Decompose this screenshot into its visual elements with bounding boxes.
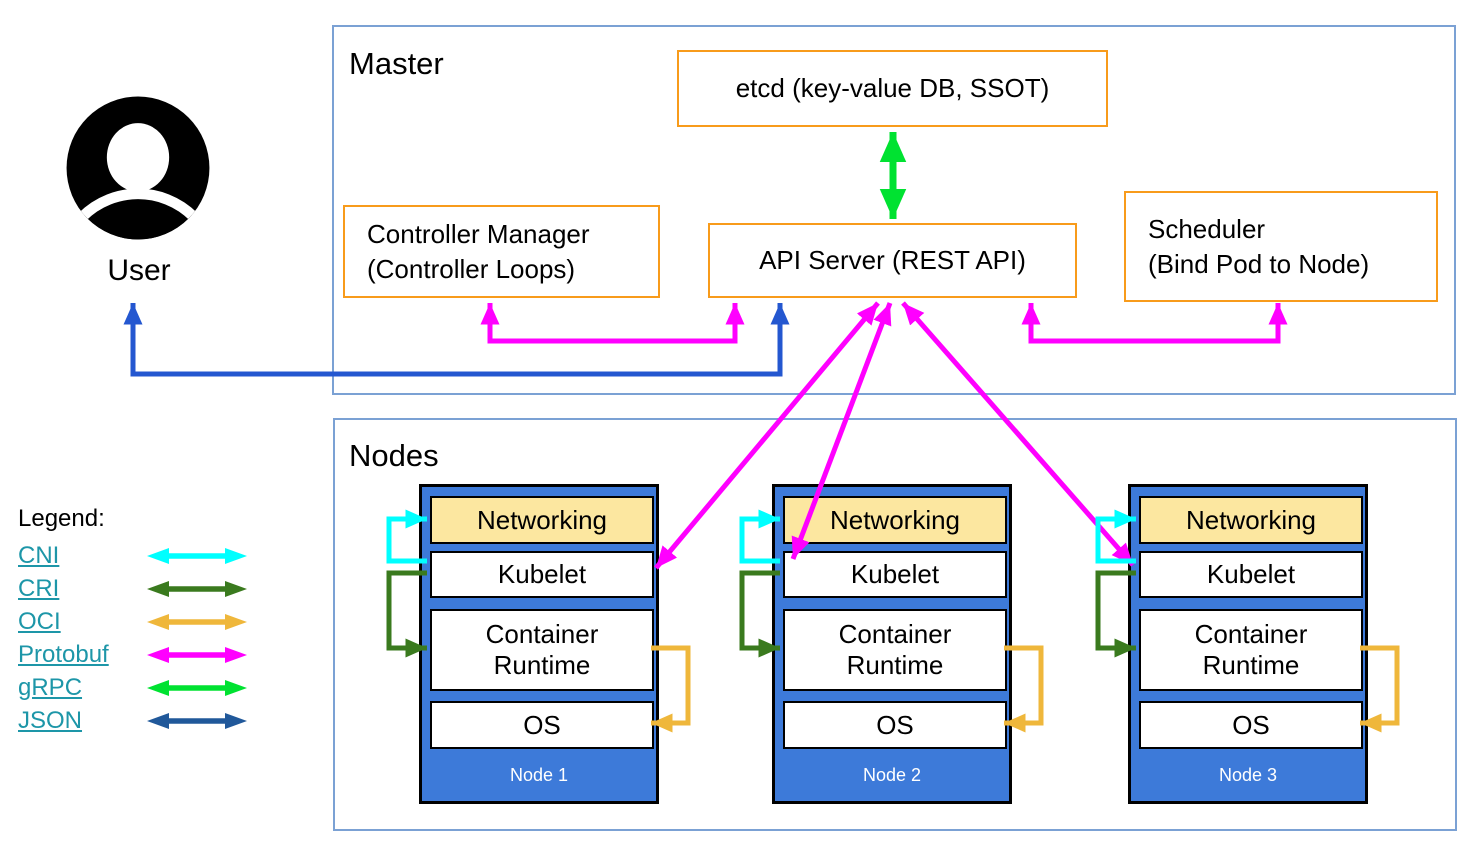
protobuf-arrow-sample: [147, 646, 247, 663]
legend-row-cri: CRI: [18, 572, 249, 605]
node1-container-runtime-box: Container Runtime: [430, 609, 654, 691]
api-server-label: API Server (REST API): [759, 245, 1026, 275]
legend-link-oci[interactable]: OCI: [18, 607, 61, 635]
legend-link-protobuf[interactable]: Protobuf: [18, 640, 109, 668]
node3-container-runtime-label: Container Runtime: [1194, 619, 1308, 680]
controller-manager-label-line2: (Controller Loops): [367, 253, 576, 284]
node2-networking-box: Networking: [783, 496, 1007, 544]
node3-networking-box: Networking: [1139, 496, 1363, 544]
node3-os-label: OS: [1232, 709, 1270, 740]
node3-title: Node 3: [1218, 764, 1278, 785]
node1-title: Node 1: [509, 764, 569, 785]
node2-kubelet-label: Kubelet: [850, 559, 940, 589]
etcd-box: etcd (key-value DB, SSOT): [677, 50, 1108, 127]
legend: Legend: CNI CRI OCI: [18, 505, 249, 737]
node1-networking-label: Networking: [476, 504, 608, 535]
node-1: Networking Kubelet Container Runtime OS …: [419, 484, 659, 804]
node3-os-box: OS: [1139, 701, 1363, 749]
node1-kubelet-label: Kubelet: [497, 559, 587, 589]
json-arrow-sample: [147, 712, 247, 729]
legend-row-grpc: gRPC: [18, 671, 249, 704]
controller-manager-label-line1: Controller Manager: [367, 218, 590, 249]
legend-title: Legend:: [18, 505, 105, 532]
node2-networking-label: Networking: [829, 504, 961, 535]
legend-row-oci: OCI: [18, 605, 249, 638]
node2-container-runtime-label: Container Runtime: [838, 619, 952, 680]
node-2: Networking Kubelet Container Runtime OS …: [772, 484, 1012, 804]
node2-os-box: OS: [783, 701, 1007, 749]
master-container: [332, 25, 1456, 395]
node3-container-runtime-box: Container Runtime: [1139, 609, 1363, 691]
legend-link-cri[interactable]: CRI: [18, 574, 60, 602]
nodes-title: Nodes: [349, 438, 439, 473]
node2-container-runtime-box: Container Runtime: [783, 609, 1007, 691]
legend-row-cni: CNI: [18, 539, 249, 572]
grpc-arrow-sample: [147, 679, 247, 696]
node2-kubelet-box: Kubelet: [783, 551, 1007, 598]
node3-kubelet-label: Kubelet: [1206, 559, 1296, 589]
cri-arrow-sample: [147, 580, 247, 597]
legend-row-protobuf: Protobuf: [18, 638, 249, 671]
scheduler-box: Scheduler (Bind Pod to Node): [1124, 191, 1438, 302]
scheduler-label-line1: Scheduler: [1148, 213, 1266, 244]
user-icon: [66, 96, 210, 240]
node1-kubelet-box: Kubelet: [430, 551, 654, 598]
node1-networking-box: Networking: [430, 496, 654, 544]
legend-link-json[interactable]: JSON: [18, 706, 83, 734]
legend-link-grpc[interactable]: gRPC: [18, 673, 83, 701]
etcd-label: etcd (key-value DB, SSOT): [735, 73, 1050, 103]
master-title: Master: [349, 46, 444, 81]
nodes-container: [333, 418, 1457, 831]
node2-title: Node 2: [862, 764, 922, 785]
node-3: Networking Kubelet Container Runtime OS …: [1128, 484, 1368, 804]
controller-manager-box: Controller Manager (Controller Loops): [343, 205, 660, 298]
oci-arrow-sample: [147, 613, 247, 630]
legend-row-json: JSON: [18, 704, 249, 737]
cni-arrow-sample: [147, 547, 247, 564]
node1-os-label: OS: [523, 709, 561, 740]
legend-link-cni[interactable]: CNI: [18, 541, 60, 569]
node1-container-runtime-label: Container Runtime: [485, 619, 599, 680]
user-label: User: [107, 254, 171, 287]
node3-kubelet-box: Kubelet: [1139, 551, 1363, 598]
scheduler-label-line2: (Bind Pod to Node): [1148, 248, 1370, 279]
api-server-box: API Server (REST API): [708, 223, 1077, 298]
node2-os-label: OS: [876, 709, 914, 740]
node3-networking-label: Networking: [1185, 504, 1317, 535]
node1-os-box: OS: [430, 701, 654, 749]
